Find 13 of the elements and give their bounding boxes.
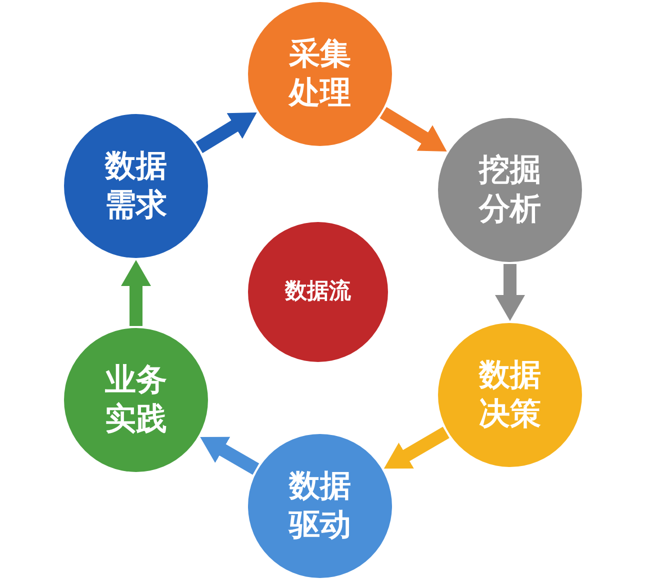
block-arrow xyxy=(121,260,151,326)
node-label: 数据决策 xyxy=(478,356,542,434)
block-arrow xyxy=(495,264,525,321)
node-label: 业务实践 xyxy=(104,361,168,439)
node-label: 挖掘分析 xyxy=(477,151,542,229)
node-label: 数据流 xyxy=(285,278,351,306)
node-label: 数据需求 xyxy=(104,147,168,225)
block-arrow xyxy=(380,107,447,152)
node-label: 数据驱动 xyxy=(287,467,352,545)
block-arrow xyxy=(196,112,257,154)
node-label: 采集处理 xyxy=(287,35,352,113)
block-arrow xyxy=(384,426,450,469)
block-arrow xyxy=(200,436,260,475)
